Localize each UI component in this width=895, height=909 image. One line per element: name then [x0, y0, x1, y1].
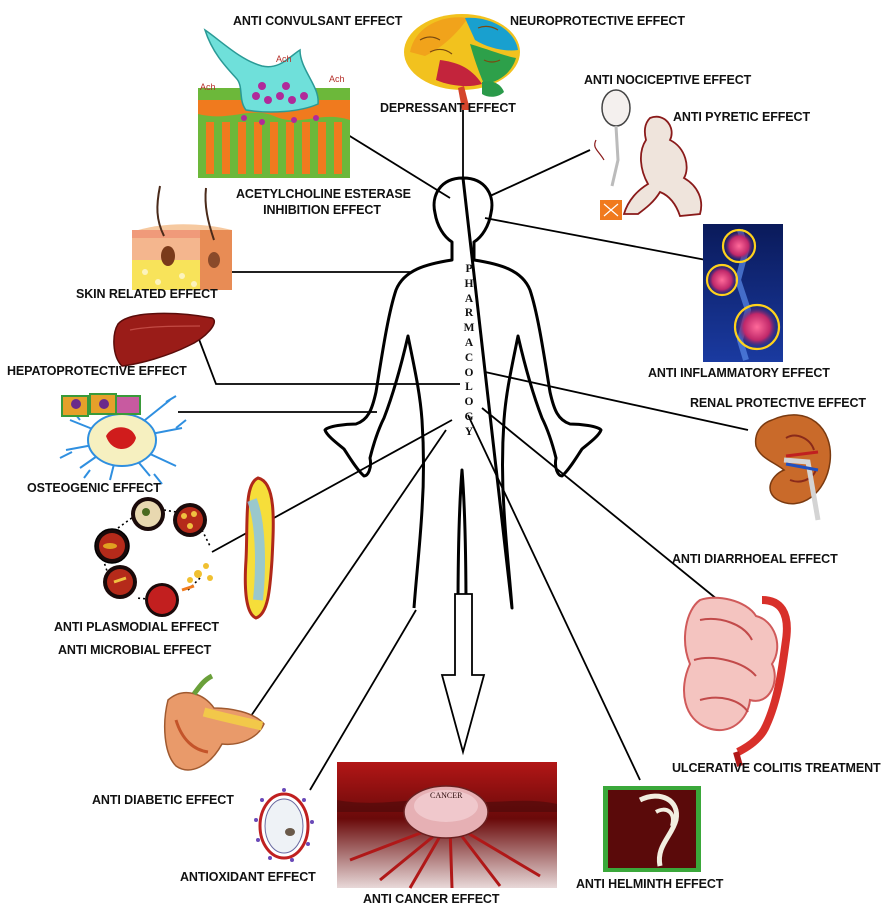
center-title-letter: A [463, 336, 475, 351]
center-title-letter: C [463, 351, 475, 366]
label-anti-cancer: ANTI CANCER EFFECT [363, 892, 499, 906]
intestine-image [684, 598, 787, 766]
microbe-image [245, 478, 273, 618]
down-arrow [442, 594, 484, 752]
kidney-image [756, 415, 831, 520]
center-title-letter: M [463, 321, 475, 336]
label-ache-inhibition: ACETYLCHOLINE ESTERASE INHIBITION EFFECT [236, 186, 408, 218]
ach-text-3: Ach [329, 74, 345, 84]
label-depressant: DEPRESSANT EFFECT [380, 101, 516, 115]
label-anti-diarrhoeal: ANTI DIARRHOEAL EFFECT [672, 552, 838, 566]
center-title-letter: A [463, 292, 475, 307]
skin-image [132, 186, 232, 290]
label-anti-nociceptive: ANTI NOCICEPTIVE EFFECT [584, 73, 751, 87]
label-hepatoprotective: HEPATOPROTECTIVE EFFECT [7, 364, 187, 378]
center-title-letter: L [463, 380, 475, 395]
center-title-letter: G [463, 410, 475, 425]
label-antioxidant: ANTIOXIDANT EFFECT [180, 870, 316, 884]
liver-image [114, 313, 214, 366]
center-title-letter: P [463, 262, 475, 277]
ach-text-1: Ach [200, 82, 216, 92]
label-anti-diabetic: ANTI DIABETIC EFFECT [92, 793, 234, 807]
label-ache-line1: ACETYLCHOLINE ESTERASE [236, 187, 411, 201]
label-osteogenic: OSTEOGENIC EFFECT [27, 481, 161, 495]
helminth-image [603, 786, 701, 872]
center-title-letter: R [463, 306, 475, 321]
center-title-letter: O [463, 395, 475, 410]
cancer-text: CANCER [430, 791, 463, 800]
label-ulcerative-colitis: ULCERATIVE COLITIS TREATMENT [672, 761, 881, 775]
label-skin: SKIN RELATED EFFECT [76, 287, 218, 301]
osteogenic-image [60, 394, 186, 484]
label-ache-line2: INHIBITION EFFECT [263, 203, 381, 217]
cancer-image: CANCER [337, 762, 557, 888]
brain-image [404, 14, 520, 110]
plasmodium-image [95, 497, 213, 617]
ach-text-2: Ach [276, 54, 292, 64]
label-anti-convulsant: ANTI CONVULSANT EFFECT [233, 14, 402, 28]
label-anti-pyretic: ANTI PYRETIC EFFECT [673, 110, 810, 124]
label-neuroprotective: NEUROPROTECTIVE EFFECT [510, 14, 685, 28]
pancreas-image [165, 676, 264, 770]
center-title-letter: H [463, 277, 475, 292]
synapse-image: Ach Ach Ach [198, 30, 350, 178]
antioxidant-cell-image [254, 788, 314, 862]
label-anti-helminth: ANTI HELMINTH EFFECT [576, 877, 723, 891]
label-anti-inflammatory: ANTI INFLAMMATORY EFFECT [648, 366, 830, 380]
center-title-letter: O [463, 366, 475, 381]
label-renal: RENAL PROTECTIVE EFFECT [690, 396, 866, 410]
label-anti-plasmodial: ANTI PLASMODIAL EFFECT [54, 620, 219, 634]
inflammation-image [703, 224, 783, 362]
label-anti-microbial: ANTI MICROBIAL EFFECT [58, 643, 211, 657]
center-title-letter: Y [463, 425, 475, 440]
